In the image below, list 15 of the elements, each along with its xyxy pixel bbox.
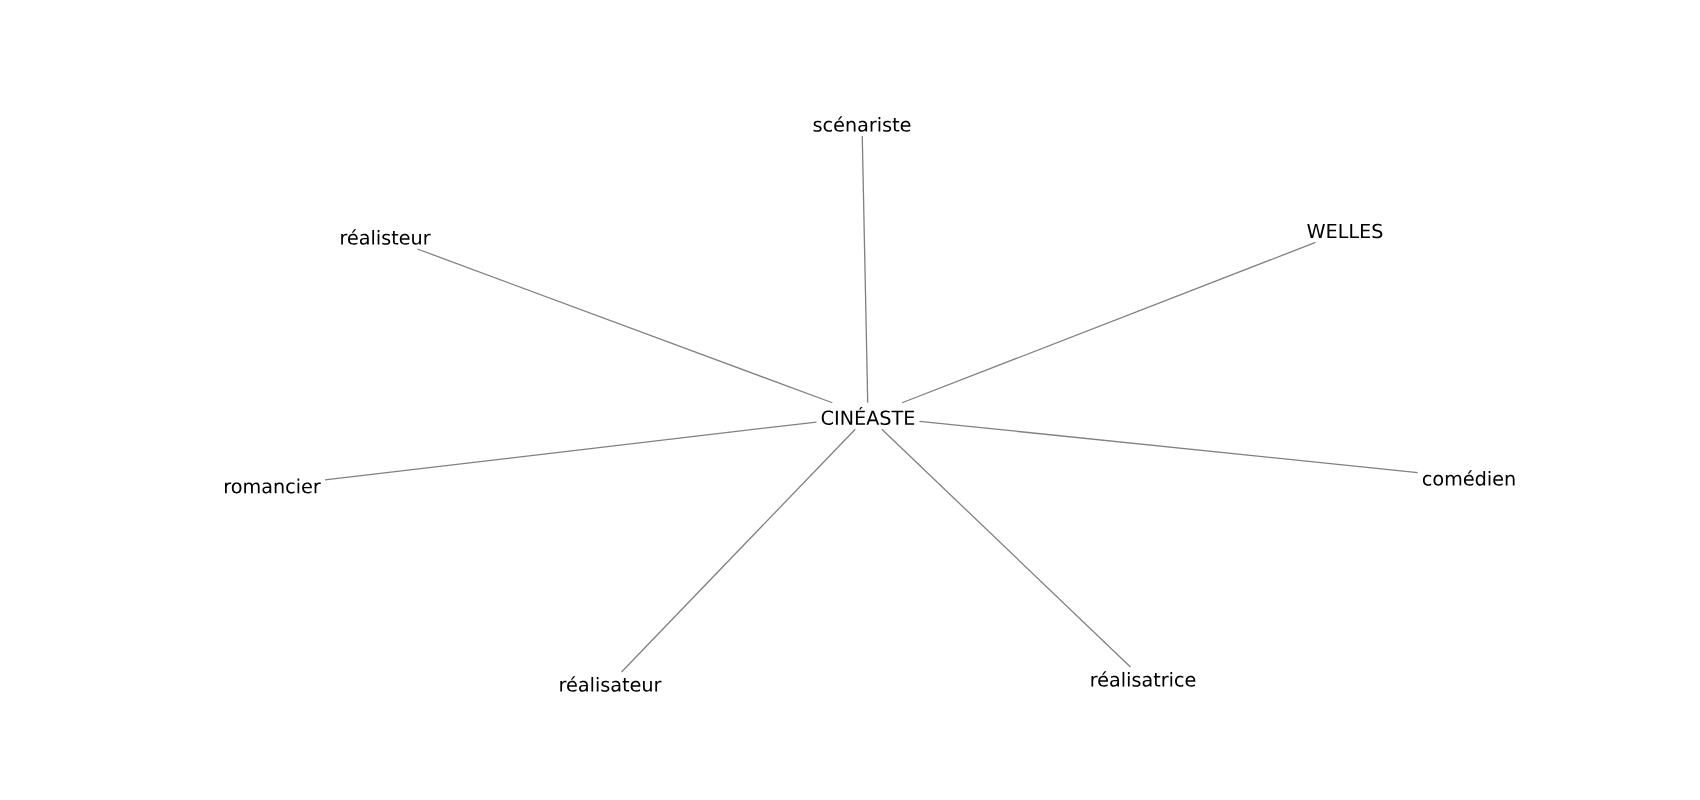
connector-line [881, 428, 1132, 668]
connector-line [901, 241, 1317, 404]
term-label: réalisteur [341, 229, 431, 245]
term-label: CINÉASTE [821, 406, 915, 426]
term-label: WELLES [1307, 223, 1383, 239]
connector-line [620, 428, 856, 673]
term-label: romancier [225, 478, 321, 494]
connector-line [324, 421, 818, 481]
term-label: scénariste [813, 116, 911, 132]
term-label: comédien [1422, 470, 1515, 486]
connector-line [416, 248, 833, 404]
term-label: réalisatrice [1091, 671, 1196, 687]
term-label: réalisateur [560, 676, 662, 692]
connector-line [861, 135, 869, 404]
connector-line [918, 420, 1419, 474]
